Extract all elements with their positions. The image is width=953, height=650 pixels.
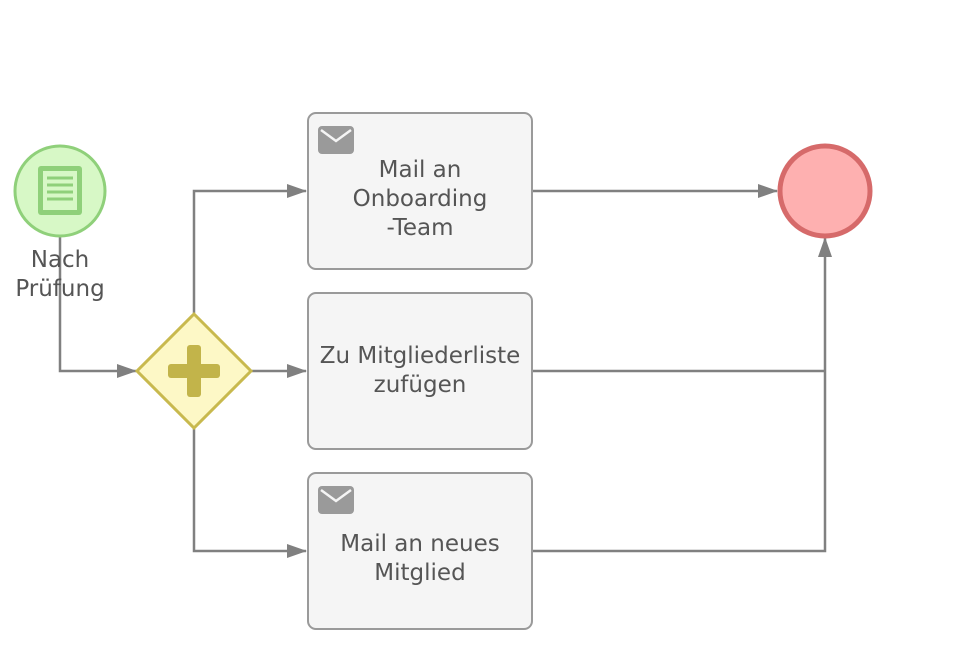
flow-mail-new-member-to-end[interactable] <box>533 237 832 553</box>
end-event[interactable] <box>777 143 873 239</box>
start-event[interactable] <box>13 144 107 238</box>
start-event-label: Nach Prüfung <box>15 247 105 302</box>
task-mail-new-member[interactable]: Mail an neues Mitglied <box>307 472 533 630</box>
task-mail-onboarding[interactable]: Mail an Onboarding -Team <box>307 112 533 270</box>
plus-icon <box>168 345 220 397</box>
document-icon <box>38 166 82 215</box>
task-label: Mail an Onboarding -Team <box>352 156 488 241</box>
task-label: Zu Mitgliederliste zufügen <box>319 343 521 398</box>
mail-icon <box>318 126 354 154</box>
mail-icon <box>318 486 354 514</box>
flow-start-to-gateway[interactable] <box>58 237 137 378</box>
flow-gateway-to-mail-onboarding[interactable] <box>192 184 307 313</box>
flow-gateway-to-mail-new-member[interactable] <box>192 429 307 558</box>
task-add-member-list[interactable]: Zu Mitgliederliste zufügen <box>307 292 533 450</box>
parallel-gateway[interactable] <box>134 311 254 431</box>
sequence-flows <box>58 184 832 558</box>
task-label: Mail an neues Mitglied <box>340 531 500 586</box>
